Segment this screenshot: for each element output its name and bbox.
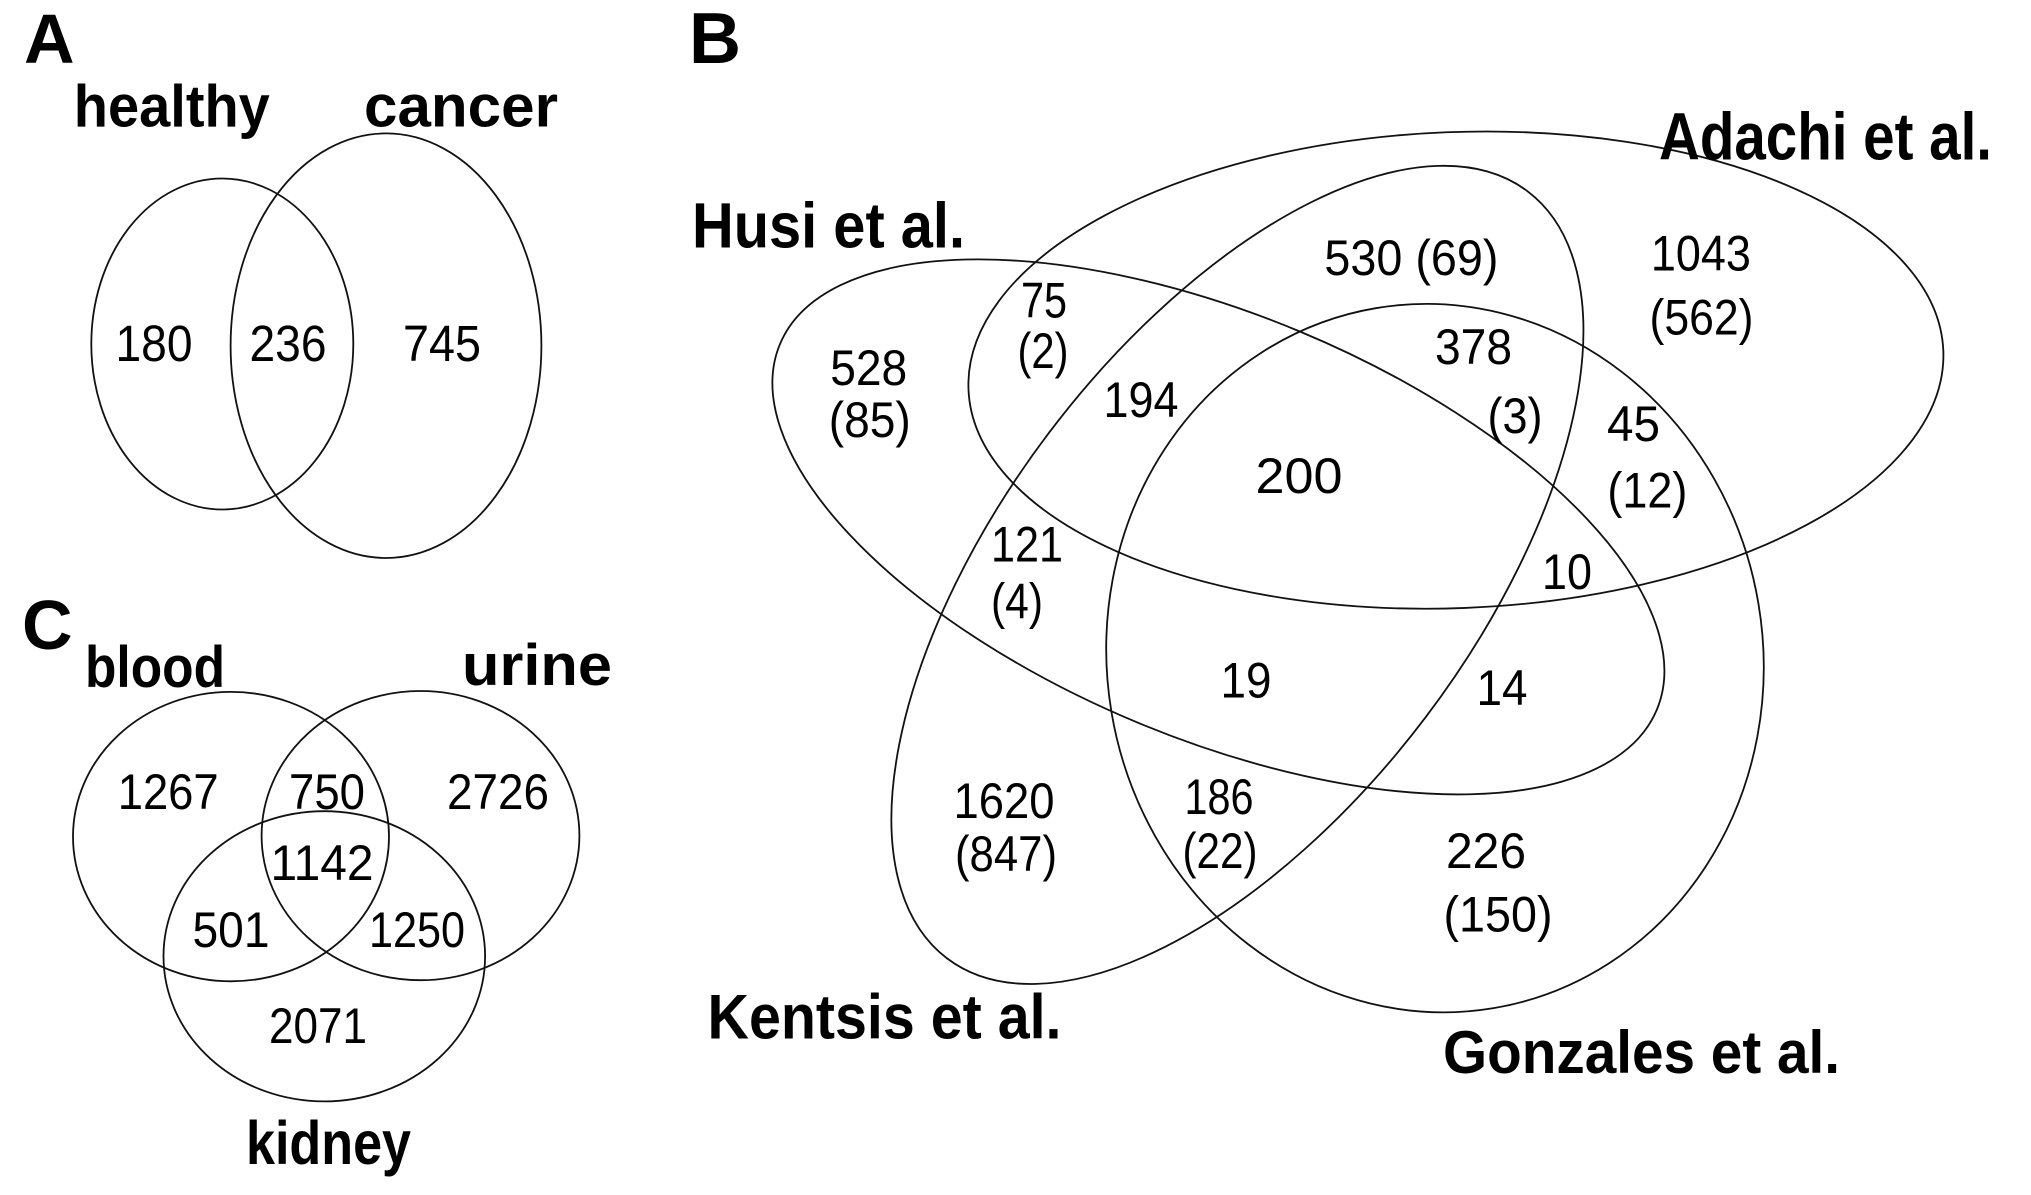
svg-text:(847): (847) bbox=[955, 826, 1057, 882]
svg-text:194: 194 bbox=[1104, 372, 1179, 428]
svg-text:blood: blood bbox=[85, 635, 225, 700]
svg-text:750: 750 bbox=[289, 764, 365, 820]
svg-text:Husi et al.: Husi et al. bbox=[692, 189, 965, 261]
svg-text:1142: 1142 bbox=[271, 835, 374, 891]
svg-text:1267: 1267 bbox=[118, 764, 219, 820]
svg-text:745: 745 bbox=[403, 315, 481, 372]
svg-text:2071: 2071 bbox=[269, 998, 367, 1054]
svg-text:1620: 1620 bbox=[954, 773, 1055, 829]
svg-text:(22): (22) bbox=[1183, 823, 1258, 879]
svg-text:(3): (3) bbox=[1488, 388, 1543, 444]
svg-text:186: 186 bbox=[1185, 769, 1254, 825]
svg-text:kidney: kidney bbox=[246, 1109, 411, 1177]
svg-text:healthy: healthy bbox=[74, 74, 270, 140]
svg-text:1250: 1250 bbox=[369, 902, 465, 958]
svg-text:Adachi et al.: Adachi et al. bbox=[1659, 100, 1992, 175]
svg-text:226: 226 bbox=[1446, 823, 1526, 879]
svg-text:378: 378 bbox=[1435, 319, 1512, 375]
svg-text:(562): (562) bbox=[1650, 290, 1754, 346]
svg-text:cancer: cancer bbox=[364, 74, 558, 140]
svg-text:528: 528 bbox=[830, 340, 907, 396]
svg-text:236: 236 bbox=[250, 315, 327, 372]
svg-text:C: C bbox=[22, 586, 73, 664]
svg-text:180: 180 bbox=[116, 315, 193, 372]
svg-text:(85): (85) bbox=[829, 392, 911, 448]
svg-text:B: B bbox=[689, 0, 741, 79]
svg-text:A: A bbox=[24, 0, 75, 78]
svg-text:501: 501 bbox=[193, 902, 270, 958]
svg-text:urine: urine bbox=[462, 633, 612, 698]
svg-text:(4): (4) bbox=[991, 574, 1043, 630]
svg-text:Kentsis et al.: Kentsis et al. bbox=[708, 982, 1062, 1052]
svg-text:(2): (2) bbox=[1018, 323, 1069, 379]
svg-text:121: 121 bbox=[991, 517, 1063, 573]
svg-text:(150): (150) bbox=[1444, 887, 1553, 943]
svg-text:200: 200 bbox=[1256, 448, 1343, 504]
svg-text:1043: 1043 bbox=[1651, 226, 1751, 282]
svg-text:14: 14 bbox=[1477, 660, 1528, 716]
svg-text:45: 45 bbox=[1607, 396, 1660, 452]
svg-text:10: 10 bbox=[1542, 544, 1592, 600]
svg-text:530 (69): 530 (69) bbox=[1324, 230, 1498, 286]
svg-text:2726: 2726 bbox=[447, 764, 549, 820]
svg-text:Gonzales et al.: Gonzales et al. bbox=[1443, 1019, 1840, 1086]
svg-text:19: 19 bbox=[1221, 653, 1272, 709]
svg-text:(12): (12) bbox=[1607, 462, 1687, 518]
svg-text:75: 75 bbox=[1021, 273, 1067, 329]
